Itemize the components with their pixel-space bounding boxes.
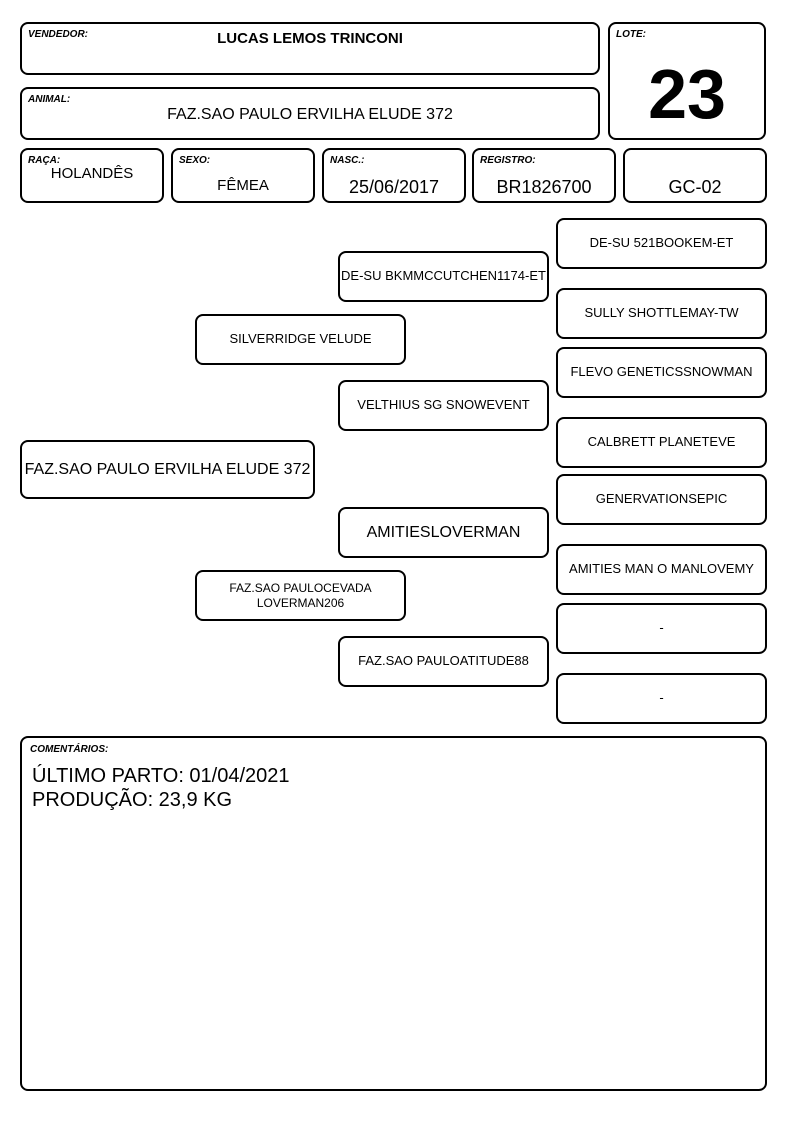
pedigree-sire-sire-name: DE-SU BKMMCCUTCHEN1174-ET xyxy=(341,268,546,284)
pedigree-animal-name: FAZ.SAO PAULO ERVILHA ELUDE 372 xyxy=(24,460,311,478)
raca-value: HOLANDÊS xyxy=(50,165,134,182)
comentarios-label: COMENTÁRIOS: xyxy=(30,744,109,755)
registro-label: REGISTRO: xyxy=(480,155,536,166)
pedigree-dam-sire-name: AMITIESLOVERMAN xyxy=(366,523,521,541)
pedigree-ggp-1-name: DE-SU 521BOOKEM-ET xyxy=(589,235,734,251)
comentarios-text: ÚLTIMO PARTO: 01/04/2021 PRODUÇÃO: 23,9 … xyxy=(32,764,290,812)
pedigree-ggp-3: FLEVO GENETICSSNOWMAN xyxy=(556,347,767,398)
pedigree-dam-dam-name: FAZ.SAO PAULOATITUDE88 xyxy=(358,653,529,669)
pedigree-ggp-6-name: AMITIES MAN O MANLOVEMY xyxy=(569,561,754,577)
pedigree-animal: FAZ.SAO PAULO ERVILHA ELUDE 372 xyxy=(20,440,315,499)
pedigree-sire-dam: VELTHIUS SG SNOWEVENT xyxy=(338,380,549,431)
sexo-box: SEXO: FÊMEA xyxy=(171,148,315,203)
pedigree-ggp-2-name: SULLY SHOTTLEMAY-TW xyxy=(584,305,739,321)
comentarios-box: COMENTÁRIOS: ÚLTIMO PARTO: 01/04/2021 PR… xyxy=(20,736,767,1091)
pedigree-ggp-6: AMITIES MAN O MANLOVEMY xyxy=(556,544,767,595)
pedigree-dam: FAZ.SAO PAULOCEVADA LOVERMAN206 xyxy=(195,570,406,621)
sexo-value: FÊMEA xyxy=(217,177,269,194)
pedigree-dam-sire: AMITIESLOVERMAN xyxy=(338,507,549,558)
pedigree-ggp-8: - xyxy=(556,673,767,724)
pedigree-dam-dam: FAZ.SAO PAULOATITUDE88 xyxy=(338,636,549,687)
animal-value: FAZ.SAO PAULO ERVILHA ELUDE 372 xyxy=(167,106,453,123)
grupo-value: GC-02 xyxy=(668,177,722,197)
pedigree-sire-name: SILVERRIDGE VELUDE xyxy=(229,331,372,347)
pedigree-ggp-2: SULLY SHOTTLEMAY-TW xyxy=(556,288,767,339)
pedigree-sire-dam-name: VELTHIUS SG SNOWEVENT xyxy=(357,397,530,413)
pedigree-ggp-3-name: FLEVO GENETICSSNOWMAN xyxy=(570,364,753,380)
pedigree-ggp-8-name: - xyxy=(659,690,664,706)
vendedor-value: LUCAS LEMOS TRINCONI xyxy=(217,30,403,47)
pedigree-ggp-4: CALBRETT PLANETEVE xyxy=(556,417,767,468)
pedigree-ggp-7: - xyxy=(556,603,767,654)
animal-label: ANIMAL: xyxy=(28,94,71,105)
pedigree-ggp-5: GENERVATIONSEPIC xyxy=(556,474,767,525)
pedigree-sire-sire: DE-SU BKMMCCUTCHEN1174-ET xyxy=(338,251,549,302)
animal-box: ANIMAL: FAZ.SAO PAULO ERVILHA ELUDE 372 xyxy=(20,87,600,140)
lote-label: LOTE: xyxy=(616,29,646,40)
pedigree-sire: SILVERRIDGE VELUDE xyxy=(195,314,406,365)
pedigree-dam-name: FAZ.SAO PAULOCEVADA LOVERMAN206 xyxy=(229,580,372,610)
pedigree-ggp-4-name: CALBRETT PLANETEVE xyxy=(587,434,736,450)
sexo-label: SEXO: xyxy=(179,155,211,166)
raca-box: RAÇA: HOLANDÊS xyxy=(20,148,164,203)
pedigree-ggp-5-name: GENERVATIONSEPIC xyxy=(595,491,728,507)
vendedor-box: VENDEDOR: LUCAS LEMOS TRINCONI xyxy=(20,22,600,75)
nasc-label: NASC.: xyxy=(330,155,365,166)
pedigree-ggp-1: DE-SU 521BOOKEM-ET xyxy=(556,218,767,269)
nasc-value: 25/06/2017 xyxy=(348,177,440,197)
raca-label: RAÇA: xyxy=(28,155,61,166)
registro-value: BR1826700 xyxy=(496,177,592,197)
comentarios-line-1: ÚLTIMO PARTO: 01/04/2021 xyxy=(32,765,290,787)
pedigree-ggp-7-name: - xyxy=(659,620,664,636)
nasc-box: NASC.: 25/06/2017 xyxy=(322,148,466,203)
comentarios-line-2: PRODUÇÃO: 23,9 KG xyxy=(32,789,233,811)
lote-box: LOTE: 23 xyxy=(608,22,766,140)
vendedor-label: VENDEDOR: xyxy=(28,29,89,40)
lote-value: 23 xyxy=(648,55,726,133)
grupo-box: GC-02 xyxy=(623,148,767,203)
registro-box: REGISTRO: BR1826700 xyxy=(472,148,616,203)
